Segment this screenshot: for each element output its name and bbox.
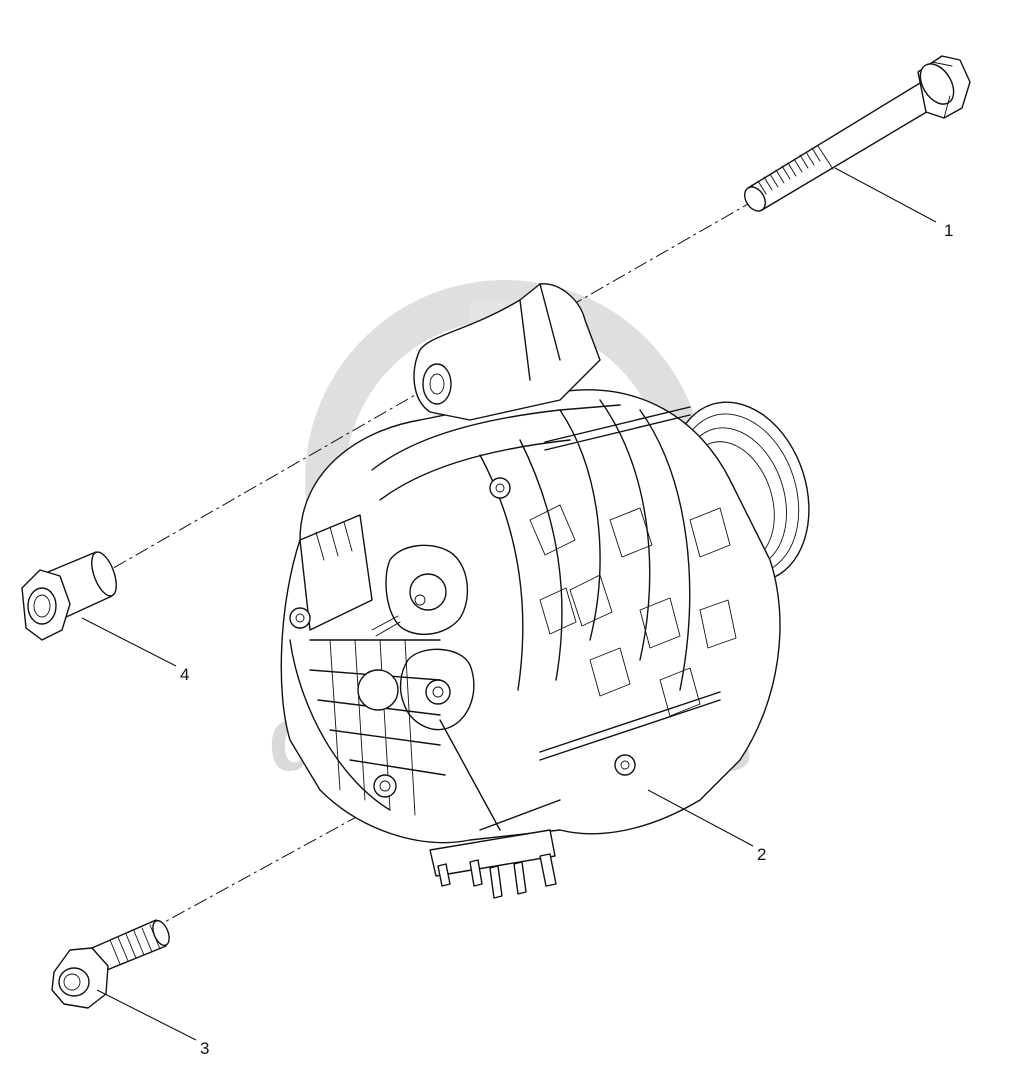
part-3-short-bolt <box>51 919 170 1009</box>
leader-line-1 <box>834 167 937 223</box>
callout-4: 4 <box>180 665 189 684</box>
leader-line-2 <box>647 789 754 847</box>
part-4-sleeve-nut <box>21 551 117 641</box>
part-2-alternator <box>280 283 810 899</box>
part-1-long-bolt <box>744 55 971 212</box>
callout-3: 3 <box>200 1039 209 1058</box>
callout-2: 2 <box>757 845 766 864</box>
leader-line-4 <box>81 617 177 667</box>
callout-1: 1 <box>944 221 953 240</box>
leader-line-3 <box>96 989 197 1041</box>
axis-line-lower <box>149 814 361 931</box>
axis-line-upper <box>109 199 756 571</box>
